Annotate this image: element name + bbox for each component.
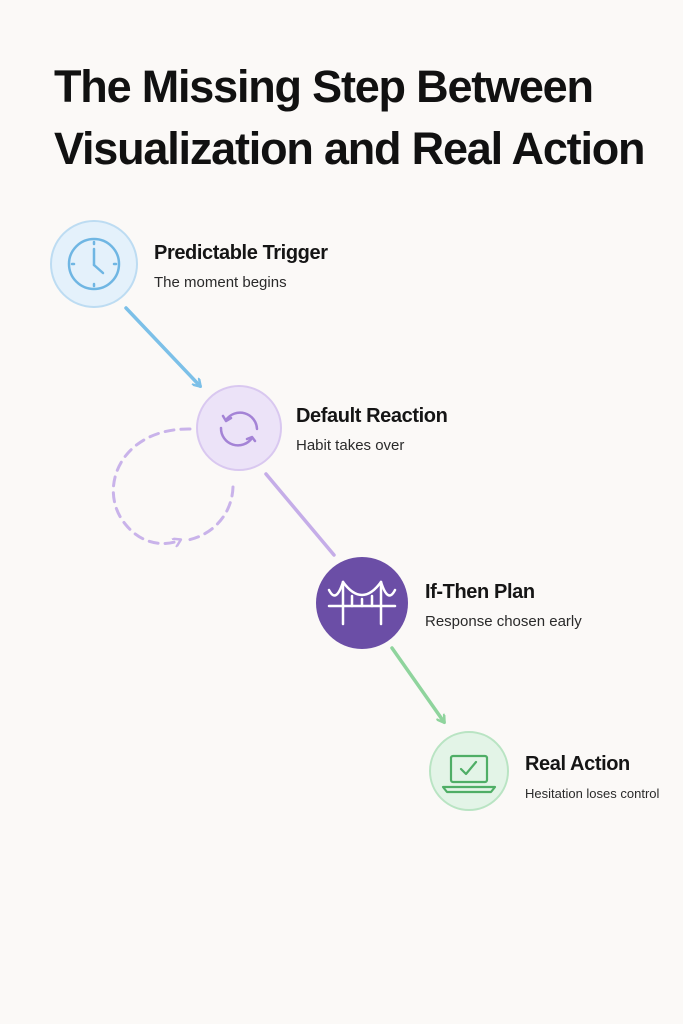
page-title: The Missing Step Between Visualization a… — [54, 56, 664, 180]
step-label: If-Then Plan — [425, 581, 535, 603]
step-description: The moment begins — [154, 274, 287, 291]
arrow-trigger-to-reaction — [124, 306, 200, 386]
step-label: Default Reaction — [296, 405, 448, 427]
step-4-text: Real Action Hesitation loses control — [525, 752, 659, 804]
step-label: Real Action — [525, 753, 630, 775]
step-3-text: If-Then Plan Response chosen early — [425, 580, 582, 632]
step-label: Predictable Trigger — [154, 242, 328, 264]
title-line-1: The Missing Step Between — [54, 61, 594, 112]
bridge-icon — [327, 580, 397, 626]
step-2-node — [196, 385, 282, 471]
step-2-text: Default Reaction Habit takes over — [296, 404, 448, 456]
clock-icon — [67, 237, 121, 291]
step-1-text: Predictable Trigger The moment begins — [154, 241, 328, 293]
step-description: Habit takes over — [296, 437, 405, 454]
loop-icon — [219, 411, 259, 447]
laptop-check-icon — [441, 754, 497, 794]
dashed-habit-loop-return — [186, 485, 235, 542]
step-description: Response chosen early — [425, 613, 582, 630]
step-1-node — [50, 220, 138, 308]
dashed-habit-loop-arrow — [111, 427, 192, 544]
step-description: Hesitation loses control — [525, 786, 660, 801]
title-line-2: Visualization and Real Action — [54, 123, 646, 174]
step-3-node — [316, 557, 408, 649]
step-4-node — [429, 731, 509, 811]
arrow-plan-to-action — [390, 646, 444, 722]
connector-reaction-to-plan — [264, 472, 336, 557]
